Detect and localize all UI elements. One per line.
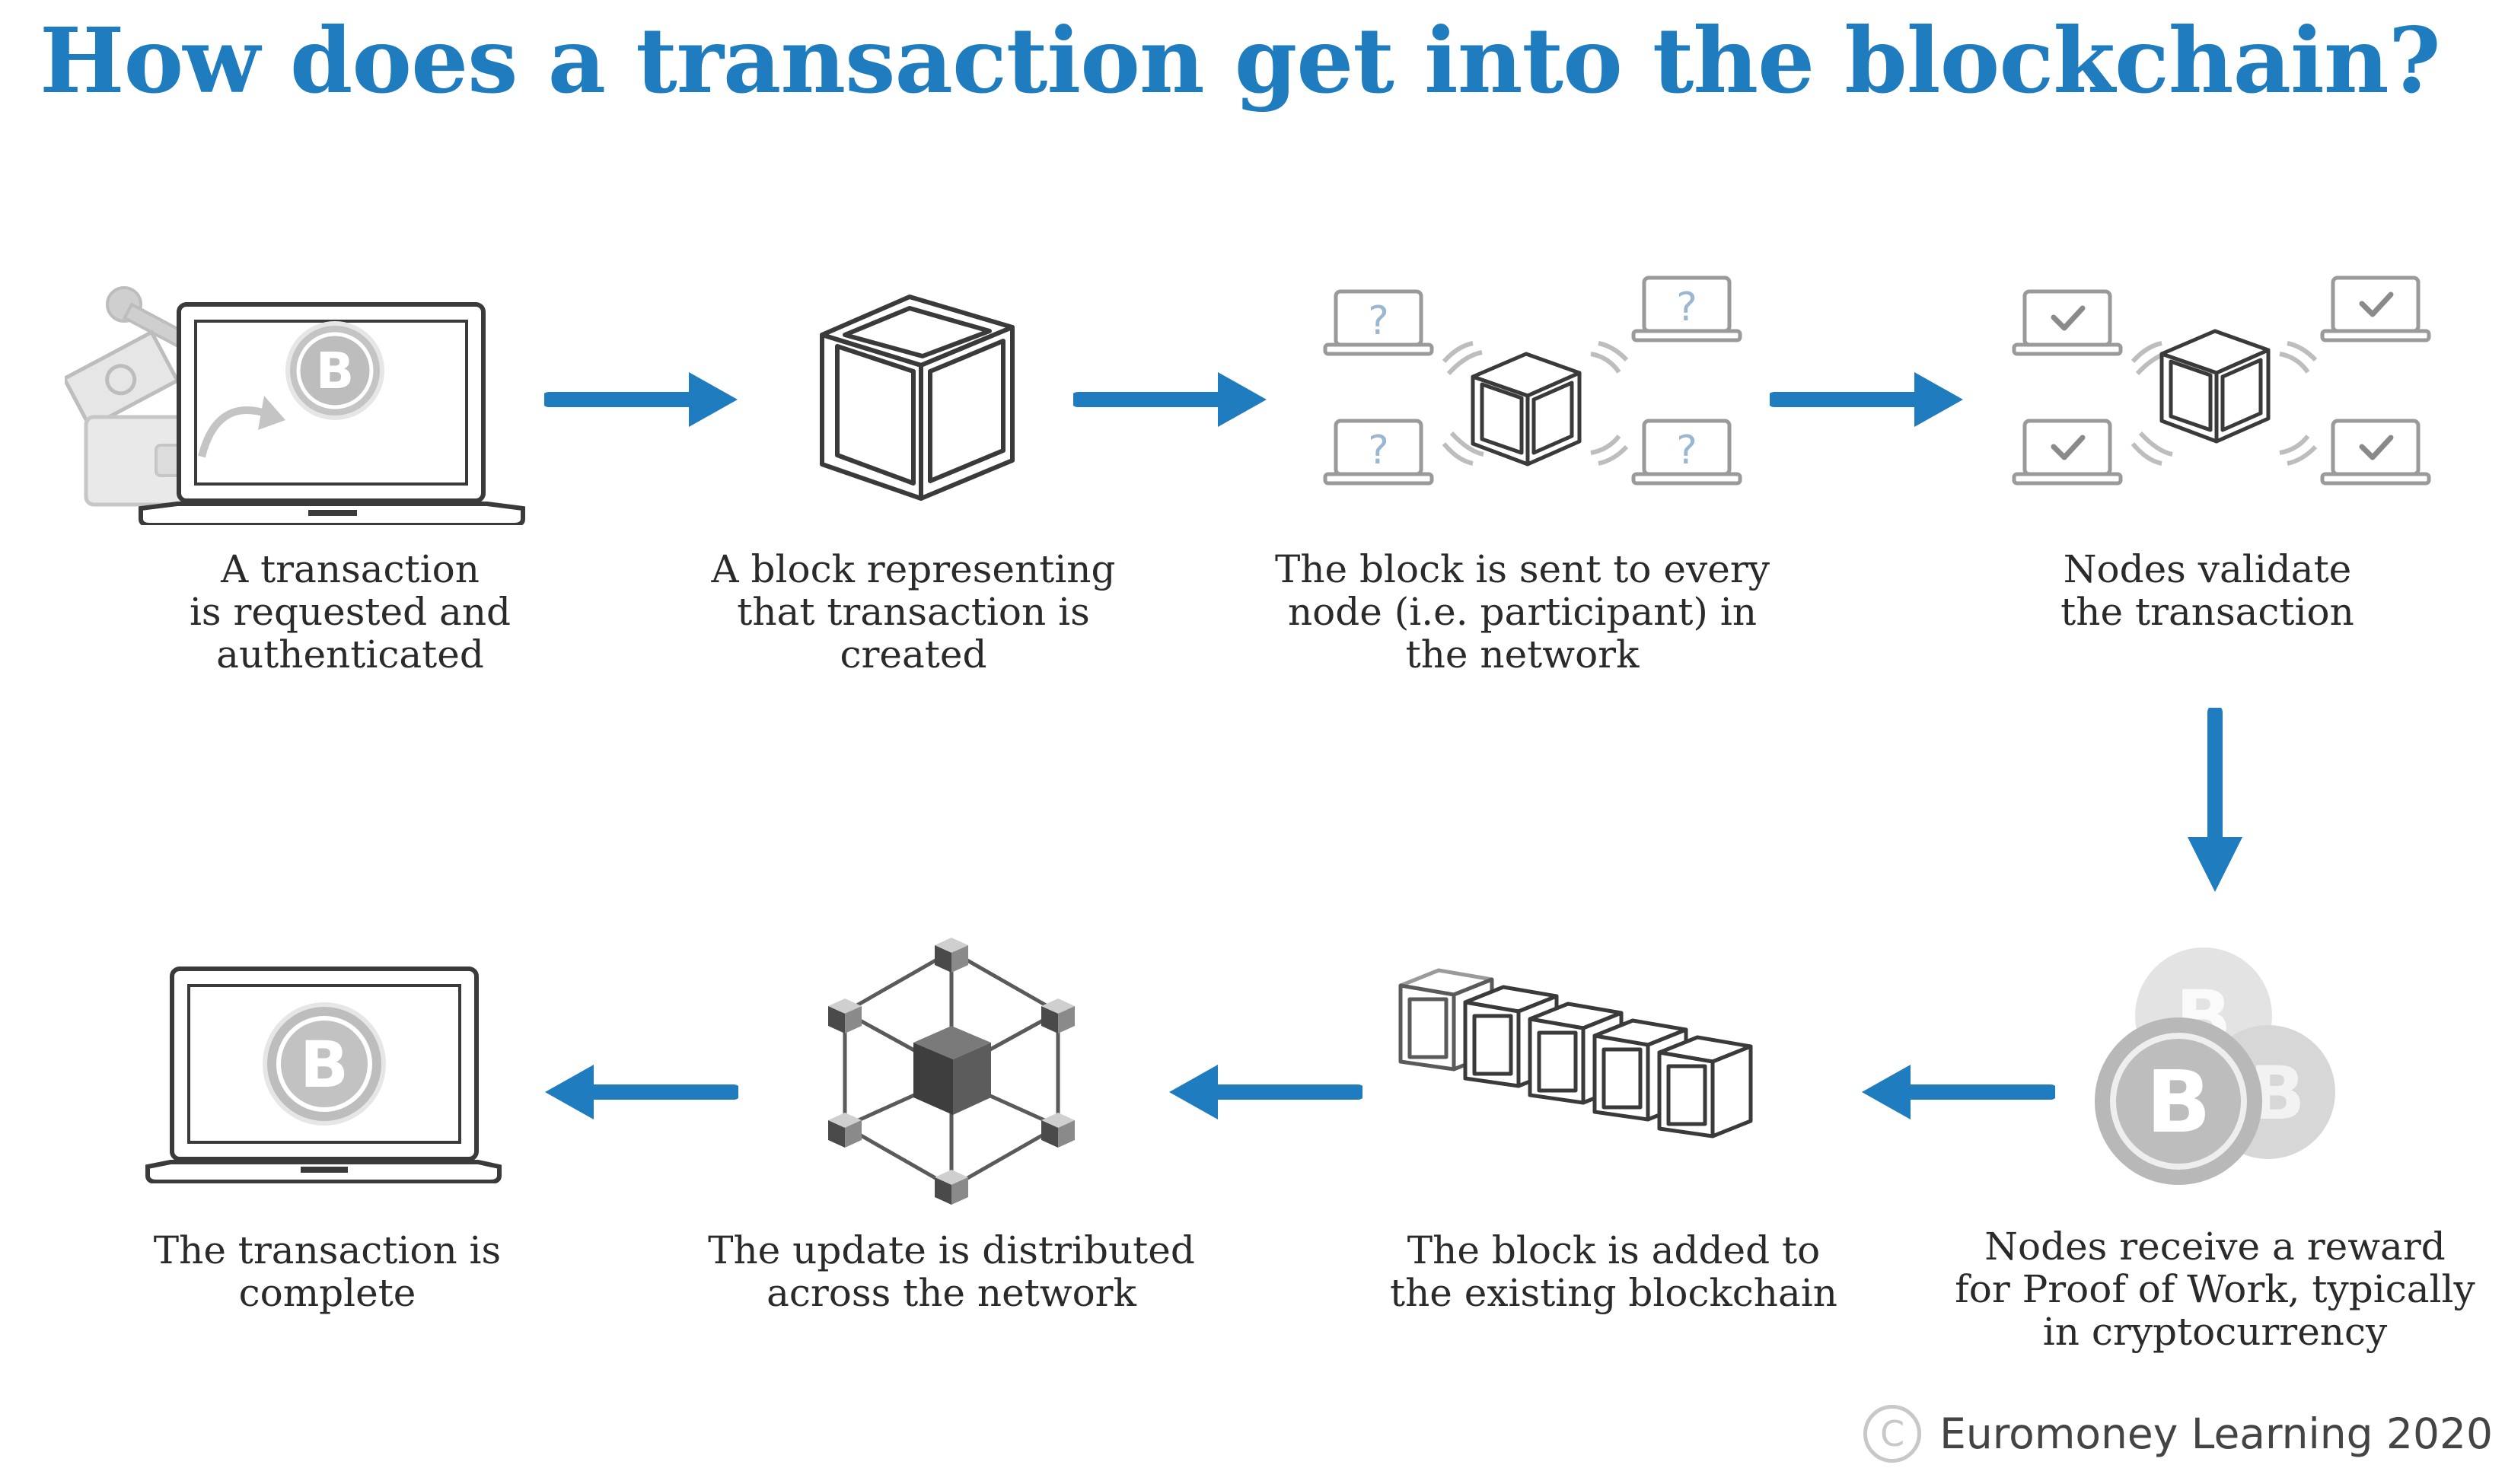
checkmark-icon bbox=[2051, 435, 2086, 460]
arrow-left-icon bbox=[545, 1065, 738, 1119]
question-icon: ? bbox=[1676, 428, 1697, 473]
step-text: The update is distributed across the net… bbox=[708, 1228, 1195, 1315]
laptop-bitcoin-icon: B bbox=[145, 967, 502, 1183]
bitcoin-symbol: B bbox=[300, 1027, 349, 1102]
step-label-block-created: A block representing that transaction is… bbox=[685, 548, 1142, 676]
arrow-right-icon bbox=[544, 372, 738, 427]
arrow-left-icon bbox=[1169, 1065, 1362, 1119]
step-text: Nodes validate the transaction bbox=[2060, 547, 2354, 634]
question-icon: ? bbox=[1368, 428, 1389, 473]
network-broadcast-icon: ? ? ? ? bbox=[1323, 275, 1742, 486]
checkmark-icon bbox=[2359, 291, 2394, 317]
step-text: The block is sent to every node (i.e. pa… bbox=[1275, 547, 1770, 677]
blockchain-chain-icon bbox=[1398, 968, 1753, 1138]
step-text: A block representing that transaction is… bbox=[711, 547, 1116, 677]
step-text: Nodes receive a reward for Proof of Work… bbox=[1955, 1224, 2475, 1354]
step-label-request: A transaction is requested and authentic… bbox=[137, 548, 563, 676]
arrow-left-icon bbox=[1862, 1065, 2055, 1119]
question-icon: ? bbox=[1676, 285, 1697, 330]
step-text: A transaction is requested and authentic… bbox=[189, 547, 512, 677]
step-label-added-to-chain: The block is added to the existing block… bbox=[1347, 1229, 1880, 1314]
credit-text: Euromoney Learning 2020 bbox=[1939, 1409, 2493, 1458]
copyright-credit: C Euromoney Learning 2020 bbox=[1863, 1405, 2493, 1463]
arrow-down-icon bbox=[2188, 708, 2242, 892]
arrow-right-icon bbox=[1073, 372, 1267, 427]
step-label-block-sent: The block is sent to every node (i.e. pa… bbox=[1248, 548, 1796, 676]
step-label-reward: Nodes receive a reward for Proof of Work… bbox=[1933, 1225, 2497, 1353]
checkmark-icon bbox=[2051, 305, 2086, 331]
page-title: How does a transaction get into the bloc… bbox=[40, 8, 2441, 113]
step-label-distributed: The update is distributed across the net… bbox=[670, 1229, 1233, 1314]
network-validate-icon bbox=[2012, 275, 2431, 486]
bitcoin-reward-icon: B B B bbox=[2095, 947, 2335, 1185]
laptop-key-wallet-icon: B bbox=[65, 286, 525, 525]
question-icon: ? bbox=[1368, 298, 1389, 344]
step-label-validate: Nodes validate the transaction bbox=[1979, 548, 2436, 633]
arrow-right-icon bbox=[1770, 372, 1963, 427]
step-text: The transaction is complete bbox=[153, 1228, 502, 1315]
step-label-complete: The transaction is complete bbox=[114, 1229, 540, 1314]
block-cube-icon bbox=[820, 295, 1015, 501]
checkmark-icon bbox=[2359, 435, 2394, 460]
copyright-icon: C bbox=[1863, 1405, 1922, 1463]
step-text: The block is added to the existing block… bbox=[1389, 1228, 1837, 1315]
bitcoin-symbol: B bbox=[2146, 1053, 2210, 1152]
distributed-network-icon bbox=[828, 938, 1075, 1205]
bitcoin-symbol: B bbox=[316, 342, 354, 400]
